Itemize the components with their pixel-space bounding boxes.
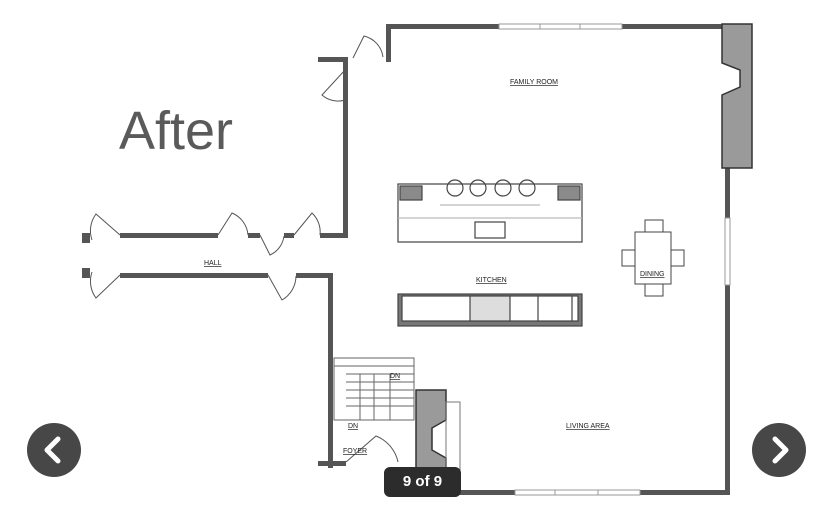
chevron-left-icon xyxy=(44,436,61,464)
label-kitchen: KITCHEN xyxy=(476,277,507,284)
label-stair-dn-lower: DN xyxy=(348,423,358,430)
previous-button[interactable] xyxy=(27,423,81,477)
label-family-room: FAMILY ROOM xyxy=(510,79,558,86)
chevron-right-icon xyxy=(772,436,789,464)
overlay-title: After xyxy=(119,101,234,161)
label-stair-dn: DN xyxy=(390,373,400,380)
next-button[interactable] xyxy=(752,423,806,477)
walls xyxy=(82,24,752,495)
label-foyer: FOYER xyxy=(343,448,367,455)
label-dining: DINING xyxy=(640,271,665,278)
label-hall: HALL xyxy=(204,260,222,267)
label-living-area: LIVING AREA xyxy=(566,423,610,430)
slide-counter: 9 of 9 xyxy=(384,467,461,497)
